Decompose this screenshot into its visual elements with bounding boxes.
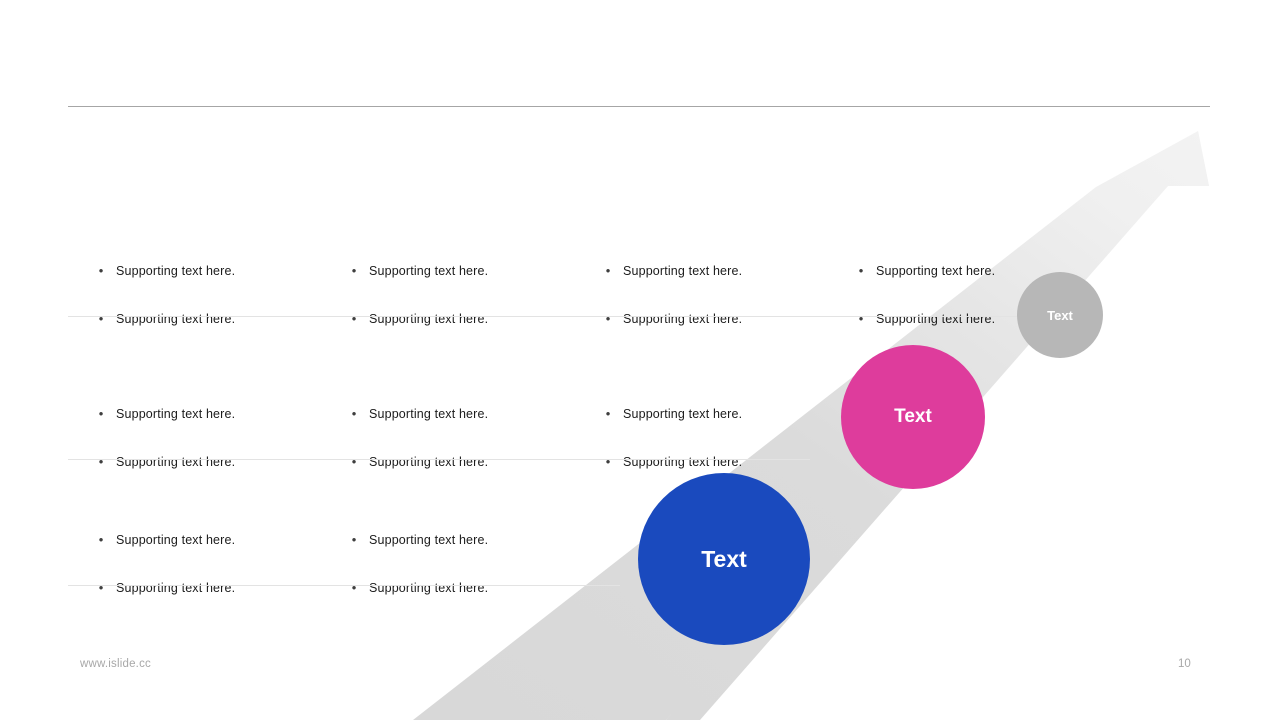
row-1-column-4: • Supporting text here. • Supporting tex… (828, 259, 1078, 326)
bullet-dot-icon: • (98, 406, 104, 421)
bullet-dot-icon: • (351, 532, 357, 547)
list-item: • Supporting text here. (828, 259, 1078, 283)
list-item: • Supporting text here. (321, 307, 571, 331)
row-2-divider (68, 459, 810, 460)
list-item-label: Supporting text here. (623, 407, 743, 421)
row-2-column-1: • Supporting text here. • Supporting tex… (68, 402, 318, 469)
footer-url[interactable]: www.islide.cc (80, 658, 151, 670)
bullet-dot-icon: • (605, 406, 611, 421)
list-item-label: Supporting text here. (623, 312, 743, 326)
row-1-column-1: • Supporting text here. • Supporting tex… (68, 259, 318, 326)
bullet-dot-icon: • (98, 311, 104, 326)
bullet-dot-icon: • (351, 311, 357, 326)
list-item: • Supporting text here. (68, 576, 318, 600)
list-item: • Supporting text here. (68, 450, 318, 474)
header-divider (68, 106, 1210, 107)
list-item-label: Supporting text here. (623, 264, 743, 278)
list-item: • Supporting text here. (68, 307, 318, 331)
list-item-label: Supporting text here. (116, 407, 236, 421)
row-1-column-2: • Supporting text here. • Supporting tex… (321, 259, 571, 326)
list-item: • Supporting text here. (321, 259, 571, 283)
page-number: 10 (1178, 658, 1191, 670)
row-3-divider (68, 585, 620, 586)
list-item: • Supporting text here. (321, 450, 571, 474)
list-item-label: Supporting text here. (369, 533, 489, 547)
row-1-divider (68, 316, 1020, 317)
bullet-dot-icon: • (605, 454, 611, 469)
list-item-label: Supporting text here. (623, 455, 743, 469)
list-item: • Supporting text here. (575, 402, 825, 426)
list-item-label: Supporting text here. (116, 312, 236, 326)
list-item-label: Supporting text here. (369, 455, 489, 469)
bullet-dot-icon: • (98, 263, 104, 278)
bullet-dot-icon: • (605, 311, 611, 326)
list-item-label: Supporting text here. (876, 264, 996, 278)
marker-circle-pink[interactable]: Text (841, 345, 985, 489)
list-item-label: Supporting text here. (116, 264, 236, 278)
list-item-label: Supporting text here. (116, 533, 236, 547)
list-item: • Supporting text here. (68, 528, 318, 552)
list-item: • Supporting text here. (575, 450, 825, 474)
row-3-column-2: • Supporting text here. • Supporting tex… (321, 528, 571, 595)
bullet-dot-icon: • (858, 311, 864, 326)
list-item-label: Supporting text here. (116, 581, 236, 595)
list-item-label: Supporting text here. (369, 312, 489, 326)
bullet-dot-icon: • (605, 263, 611, 278)
bullet-dot-icon: • (98, 454, 104, 469)
list-item-label: Supporting text here. (369, 264, 489, 278)
list-item: • Supporting text here. (321, 528, 571, 552)
marker-circle-grey-label: Text (1047, 307, 1073, 323)
list-item: • Supporting text here. (575, 259, 825, 283)
bullet-dot-icon: • (351, 263, 357, 278)
list-item: • Supporting text here. (321, 576, 571, 600)
row-2-column-2: • Supporting text here. • Supporting tex… (321, 402, 571, 469)
list-item-label: Supporting text here. (369, 581, 489, 595)
bullet-dot-icon: • (858, 263, 864, 278)
marker-circle-blue-label: Text (701, 545, 747, 572)
bullet-dot-icon: • (98, 580, 104, 595)
list-item-label: Supporting text here. (876, 312, 996, 326)
marker-circle-grey[interactable]: Text (1017, 272, 1103, 358)
row-3-column-1: • Supporting text here. • Supporting tex… (68, 528, 318, 595)
list-item: • Supporting text here. (68, 259, 318, 283)
list-item-label: Supporting text here. (116, 455, 236, 469)
bullet-dot-icon: • (351, 406, 357, 421)
list-item: • Supporting text here. (321, 402, 571, 426)
list-item-label: Supporting text here. (369, 407, 489, 421)
list-item: • Supporting text here. (575, 307, 825, 331)
list-item: • Supporting text here. (828, 307, 1078, 331)
marker-circle-pink-label: Text (894, 406, 932, 427)
marker-circle-blue[interactable]: Text (638, 473, 810, 645)
bullet-dot-icon: • (351, 580, 357, 595)
row-1-column-3: • Supporting text here. • Supporting tex… (575, 259, 825, 326)
row-2-column-3: • Supporting text here. • Supporting tex… (575, 402, 825, 469)
bullet-dot-icon: • (351, 454, 357, 469)
bullet-dot-icon: • (98, 532, 104, 547)
list-item: • Supporting text here. (68, 402, 318, 426)
